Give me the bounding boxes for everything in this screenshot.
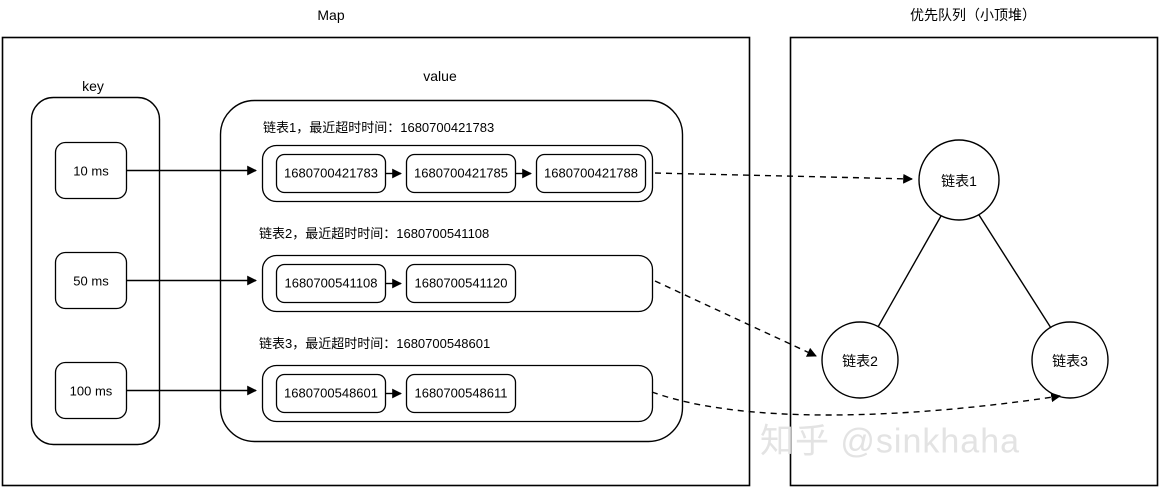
heap-node-label-2: 链表3 [1052, 353, 1088, 369]
list-node-border-2-1 [405, 373, 517, 414]
key-box-label-0: 10 ms [73, 163, 109, 179]
priority-queue-panel-title: 优先队列（小顶堆） [910, 7, 1036, 23]
list-node-label-0-2: 1680700421788 [544, 165, 638, 181]
list-node-label-2-0: 1680700548601 [284, 385, 378, 401]
list-node-label-0-1: 1680700421785 [414, 165, 508, 181]
list-node-label-0-0: 1680700421783 [284, 165, 378, 181]
key-box-label-2: 100 ms [69, 383, 113, 399]
heap-node-circle-2 [1031, 321, 1109, 399]
list-caption-2: 链表3，最近超时时间：1680700548601 [259, 336, 491, 351]
watermark: 知乎 @sinkhaha [759, 422, 1021, 461]
heap-edge-0-1 [877, 215, 942, 328]
heap-node-circle-1 [821, 321, 899, 399]
list-caption-1: 链表2，最近超时时间：1680700541108 [259, 226, 490, 241]
heap-node-circle-0 [918, 139, 1000, 221]
list-node-border-2-0 [275, 373, 387, 414]
heap-edge-0-2 [978, 214, 1052, 329]
list-node-label-2-1: 1680700548611 [414, 385, 508, 401]
key-box-border-2 [54, 361, 128, 420]
list-to-heap-dashed-1 [654, 280, 817, 357]
key-box-label-1: 50 ms [73, 273, 109, 289]
list-node-border-0-0 [275, 153, 387, 194]
heap-node-label-0: 链表1 [941, 173, 977, 189]
map-panel-title: Map [317, 7, 345, 23]
key-box-border-1 [54, 251, 128, 310]
list-node-border-0-1 [405, 153, 517, 194]
list-node-border-1-0 [275, 263, 387, 304]
key-box-border-0 [54, 141, 128, 200]
heap-node-label-1: 链表2 [842, 353, 878, 369]
list-to-heap-dashed-2 [651, 391, 1061, 416]
priority-queue-panel-border [789, 36, 1159, 487]
key-column-label: key [82, 78, 104, 94]
list-node-border-1-1 [405, 263, 517, 304]
list-to-heap-dashed-0 [654, 172, 913, 184]
list-node-label-1-1: 1680700541120 [414, 275, 508, 291]
value-column-label: value [423, 68, 457, 84]
list-node-label-1-0: 1680700541108 [284, 275, 378, 291]
list-caption-0: 链表1，最近超时时间：1680700421783 [263, 120, 495, 135]
list-node-border-0-2 [535, 153, 647, 194]
